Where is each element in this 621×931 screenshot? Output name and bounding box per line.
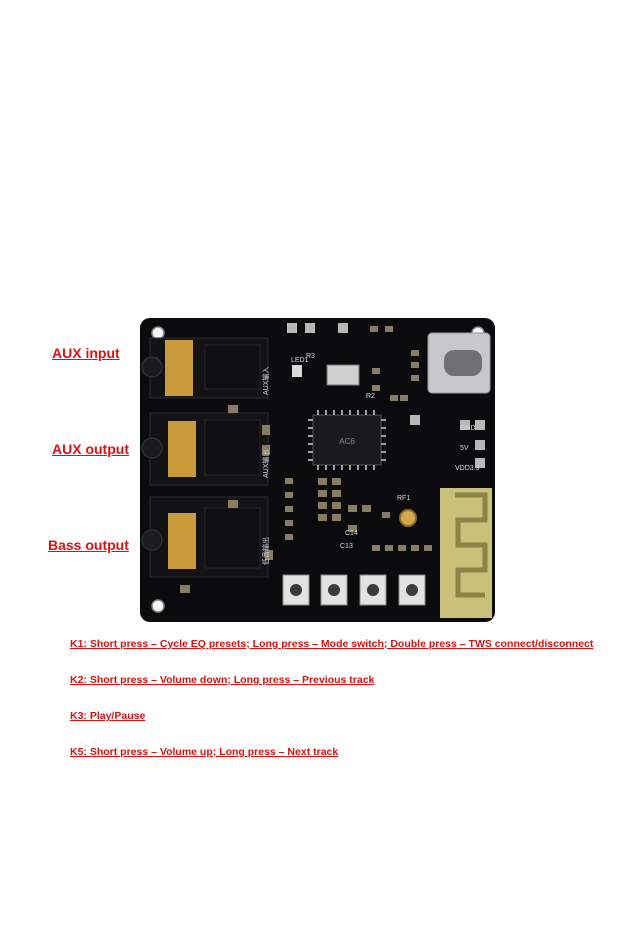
silk-5v: 5V (460, 445, 469, 452)
button-k1 (282, 574, 310, 606)
silk-aux-out: AUX输出 (261, 450, 270, 478)
silk-rf: RF1 (397, 495, 410, 502)
jack-aux-input (141, 337, 269, 399)
button-k2 (320, 574, 348, 606)
jack-aux-output (141, 412, 269, 486)
key-k1-description: K1: Short press – Cycle EQ presets; Long… (70, 638, 594, 650)
rf-connector (399, 509, 417, 527)
silk-r2: R2 (366, 393, 375, 400)
smd-components (180, 323, 485, 593)
mount-hole-tl (151, 326, 165, 340)
chip-label: AC6 (339, 437, 355, 446)
label-aux-output: AUX output (52, 441, 129, 457)
chip-pins (308, 410, 386, 470)
button-k5 (398, 574, 426, 606)
silk-bass: 低音输出 (261, 537, 270, 565)
usb-c-opening (444, 350, 482, 376)
silk-led: LED1 (291, 357, 309, 364)
jack-bass-output (141, 496, 269, 578)
key-k3-description: K3: Play/Pause (70, 710, 146, 722)
label-bass-output: Bass output (48, 537, 129, 553)
key-k2-description: K2: Short press – Volume down; Long pres… (70, 674, 375, 686)
antenna-trace (455, 492, 488, 598)
silk-gnd: GND (460, 425, 476, 432)
silk-c14: C14 (345, 530, 358, 537)
silk-vdd: VDD3.3 (455, 465, 480, 472)
crystal-oscillator (326, 364, 360, 386)
silk-r3: R3 (306, 353, 315, 360)
silk-aux-in: AUX输入 (261, 367, 270, 395)
mount-hole-bl (151, 599, 165, 613)
main-ic-chip (312, 414, 382, 466)
button-k3 (359, 574, 387, 606)
silk-c13: C13 (340, 543, 353, 550)
key-k5-description: K5: Short press – Volume up; Long press … (70, 746, 339, 758)
label-aux-input: AUX input (52, 345, 120, 361)
